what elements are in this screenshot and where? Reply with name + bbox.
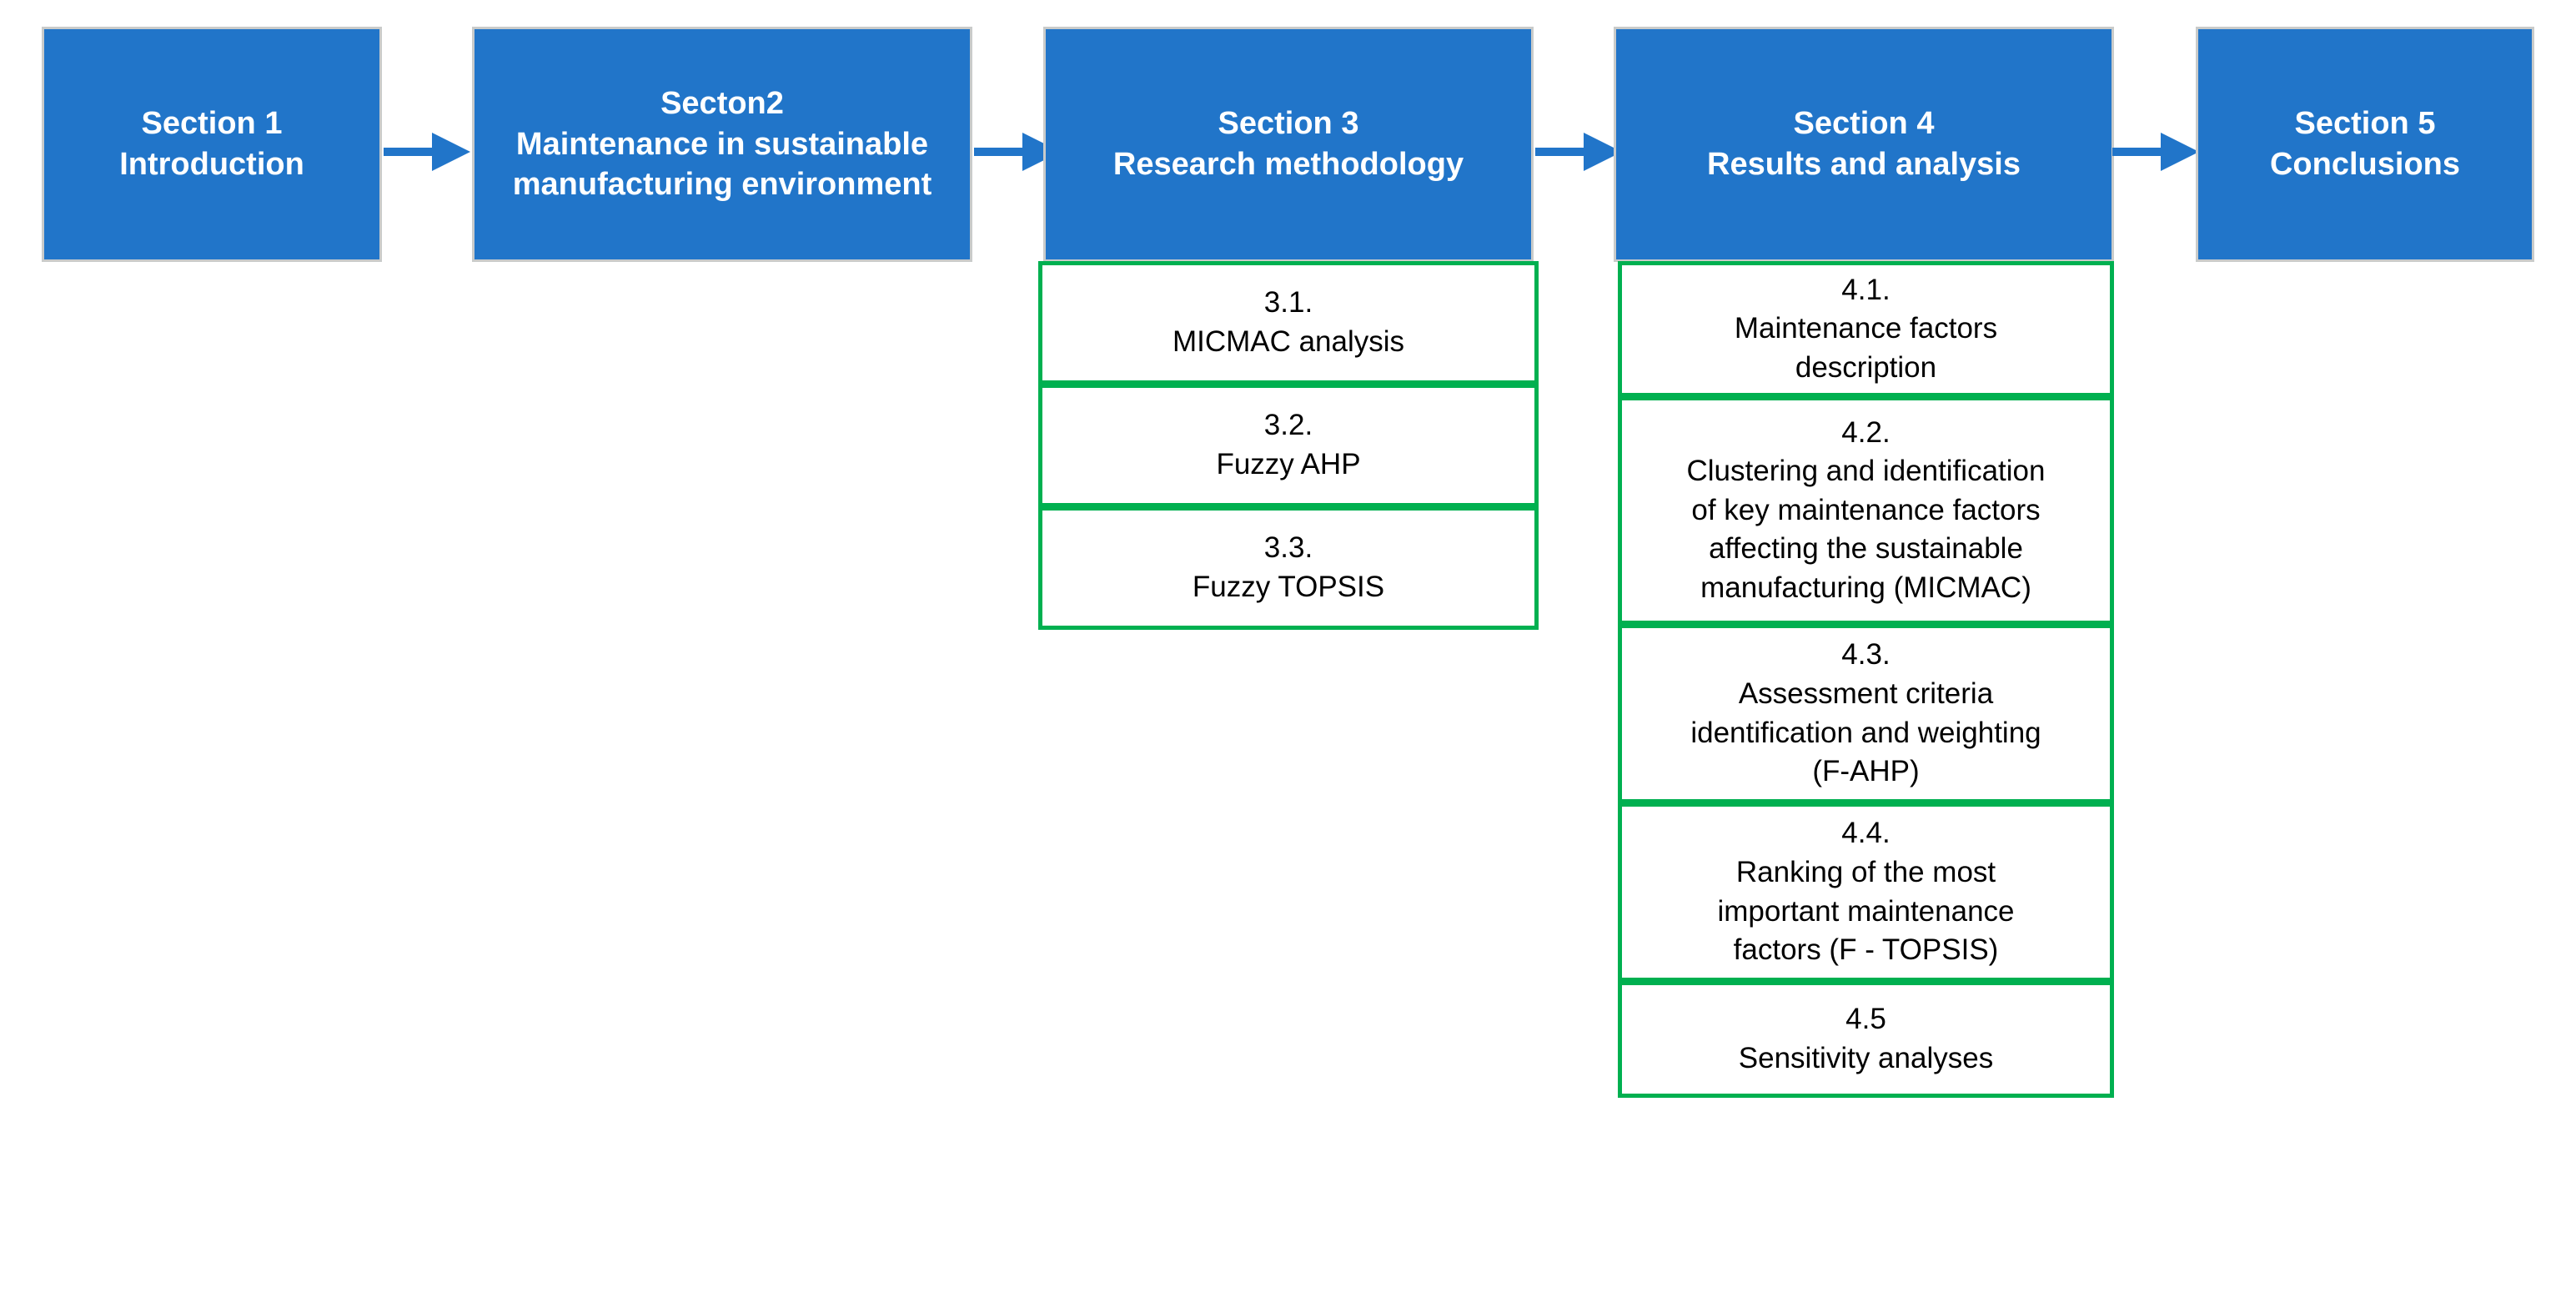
section-2-line3: manufacturing environment [512,167,932,203]
subsection-3-1-line1: MICMAC analysis [1172,325,1405,358]
subsection-4-2-number: 4.2. [1841,415,1891,449]
subsection-3-2-line1: Fuzzy AHP [1216,448,1361,480]
subsection-box-3-1[interactable]: 3.1. MICMAC analysis [1038,261,1539,385]
subsection-4-3-line1: Assessment criteria [1738,677,1994,710]
subsection-4-4-number: 4.4. [1841,817,1891,850]
section-box-5[interactable]: Section 5 Conclusions [2196,27,2534,262]
subsection-3-3-number: 3.3. [1263,531,1313,565]
subsection-box-4-2[interactable]: 4.2. Clustering and identification of ke… [1618,396,2114,625]
arrow-3-4-icon [1535,133,1622,171]
subsection-3-1-number: 3.1. [1263,286,1313,319]
arrow-section-2-to-3 [974,129,1061,174]
section-box-3[interactable]: Section 3 Research methodology [1043,27,1534,262]
subsection-4-3-line3: (F-AHP) [1812,755,1920,788]
subsection-4-2-line1: Clustering and identification [1686,455,2046,488]
subsection-box-4-5[interactable]: 4.5 Sensitivity analyses [1618,981,2114,1098]
arrow-4-5-icon [2112,133,2199,171]
subsection-4-2-line2: of key maintenance factors [1691,493,2041,526]
subsection-box-3-2[interactable]: 3.2. Fuzzy AHP [1038,384,1539,507]
subsection-4-5-number: 4.5 [1845,1003,1886,1036]
arrow-2-3-icon [974,133,1061,171]
arrow-section-4-to-5 [2112,129,2199,174]
section-3-line1: Section 3 [1218,106,1359,142]
section-5-line1: Section 5 [2294,106,2436,142]
subsection-box-3-3[interactable]: 3.3. Fuzzy TOPSIS [1038,506,1539,630]
section-5-line2: Conclusions [2269,147,2461,182]
section-1-line2: Introduction [119,147,304,182]
subsection-box-4-1[interactable]: 4.1. Maintenance factors description [1618,261,2114,397]
section-1-line1: Section 1 [141,106,283,142]
section-2-line2: Maintenance in sustainable [515,126,929,162]
subsection-4-5-line1: Sensitivity analyses [1738,1042,1994,1074]
subsection-4-4-line1: Ranking of the most [1735,855,1996,888]
section-4-line1: Section 4 [1793,106,1935,142]
subsection-4-3-line2: identification and weighting [1690,716,2041,749]
subsection-4-2-line3: affecting the sustainable [1709,532,2023,566]
subsection-4-4-line3: factors (F - TOPSIS) [1733,933,1999,967]
subsection-3-3-line1: Fuzzy TOPSIS [1192,571,1385,603]
subsection-4-1-line2: description [1795,350,1937,384]
subsection-box-4-3[interactable]: 4.3. Assessment criteria identification … [1618,624,2114,803]
arrow-1-2-icon [384,133,470,171]
section-2-line1: Secton2 [660,86,784,122]
section-box-4[interactable]: Section 4 Results and analysis [1614,27,2114,262]
section-box-2[interactable]: Secton2 Maintenance in sustainable manuf… [472,27,972,262]
section-box-1[interactable]: Section 1 Introduction [42,27,382,262]
subsection-3-2-number: 3.2. [1263,409,1313,442]
subsection-4-2-line4: manufacturing (MICMAC) [1700,571,2031,604]
section-3-line2: Research methodology [1112,147,1464,182]
subsection-4-4-line2: important maintenance [1717,894,2015,928]
arrow-section-3-to-4 [1535,129,1622,174]
subsection-4-3-number: 4.3. [1841,638,1891,672]
subsection-box-4-4[interactable]: 4.4. Ranking of the most important maint… [1618,802,2114,982]
section-4-line2: Results and analysis [1707,147,2021,182]
subsection-4-1-line1: Maintenance factors [1734,312,1998,345]
arrow-section-1-to-2 [384,129,470,174]
subsection-4-1-number: 4.1. [1841,273,1891,306]
